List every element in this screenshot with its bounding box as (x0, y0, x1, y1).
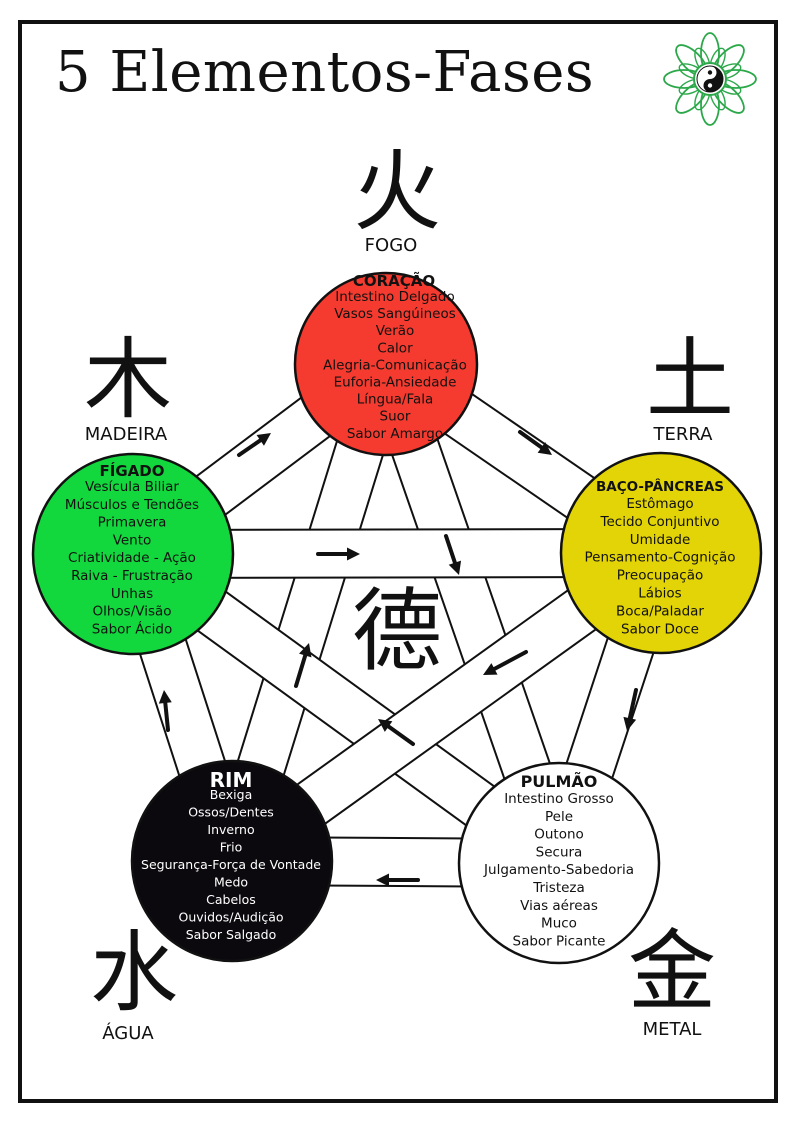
correspondence-item: Sabor Ácido (92, 620, 173, 637)
cycle-arrow (378, 719, 415, 746)
cycle-arrow (483, 650, 528, 675)
cycle-arrow (444, 534, 462, 575)
element-metal: 金 METAL PULMÃO Intestino GrossoPeleOuton… (457, 761, 716, 1040)
correspondence-item: Verão (376, 323, 415, 339)
correspondence-item: Outono (534, 827, 584, 843)
lotus-yin-yang-logo (663, 32, 757, 126)
cycle-arrow (518, 430, 552, 455)
organ-metal: PULMÃO (521, 772, 598, 791)
correspondence-item: Intestino Grosso (504, 791, 614, 807)
correspondence-item: Ossos/Dentes (188, 805, 274, 820)
correspondence-item: Calor (377, 340, 413, 356)
correspondence-item: Criatividade - Ação (68, 550, 196, 566)
correspondence-item: Ouvidos/Audição (179, 910, 284, 925)
correspondence-item: Vias aéreas (520, 898, 598, 914)
correspondence-item: Sabor Doce (621, 621, 699, 637)
correspondence-item: Raiva - Frustração (71, 568, 193, 584)
circle-madeira (31, 452, 235, 656)
correspondence-item: Unhas (111, 586, 153, 602)
correspondence-item: Suor (380, 409, 411, 425)
glyph-terra: 土 (646, 328, 734, 431)
organ-madeira: FÍGADO (100, 461, 165, 480)
label-madeira: MADEIRA (85, 424, 168, 445)
cycle-arrow (158, 690, 172, 732)
page-title: 5 Elementos-Fases (55, 40, 595, 105)
organ-agua: RIM (210, 768, 253, 792)
list-agua: BexigaOssos/DentesInvernoFrioSegurança-F… (141, 787, 321, 942)
correspondence-item: Alegria-Comunicação (323, 357, 467, 373)
circle-fogo (293, 271, 479, 457)
correspondence-item: Sabor Amargo (347, 426, 443, 442)
correspondence-item: Secura (536, 844, 583, 860)
glyph-metal: 金 (628, 920, 716, 1023)
cycle-arrow (294, 643, 312, 688)
correspondence-item: Vesícula Biliar (85, 479, 179, 495)
circle-terra (559, 451, 763, 655)
correspondence-item: Vasos Sangúineos (334, 306, 456, 322)
cycle-arrow (316, 547, 360, 561)
correspondence-item: Pensamento-Cognição (584, 550, 735, 566)
cycle-arrow (376, 873, 420, 887)
correspondence-item: Muco (541, 916, 577, 932)
correspondence-item: Sabor Picante (513, 933, 606, 949)
label-agua: ÁGUA (102, 1022, 154, 1044)
element-madeira: 木 MADEIRA FÍGADO Vesícula BiliarMúsculos… (31, 328, 235, 656)
organ-fogo: CORAÇÃO (353, 271, 435, 290)
circle-metal (457, 761, 661, 965)
list-metal: Intestino GrossoPeleOutonoSecuraJulgamen… (483, 791, 634, 949)
label-metal: METAL (643, 1019, 702, 1040)
correspondence-item: Estômago (626, 496, 693, 512)
correspondence-item: Olhos/Visão (92, 604, 171, 620)
center-glyph: 德 (352, 579, 442, 684)
correspondence-item: Músculos e Tendões (65, 497, 199, 513)
correspondence-item: Cabelos (206, 892, 256, 907)
correspondence-item: Boca/Paladar (616, 603, 704, 619)
correspondence-item: Pele (545, 809, 573, 825)
correspondence-item: Tristeza (532, 880, 585, 896)
correspondence-item: Inverno (207, 822, 254, 837)
correspondence-item: Intestino Delgado (335, 289, 454, 305)
element-agua: 水 ÁGUA RIM BexigaOssos/DentesInvernoFrio… (90, 759, 334, 1044)
organ-terra: BAÇO-PÂNCREAS (596, 478, 724, 495)
glyph-agua: 水 (90, 921, 178, 1024)
correspondence-item: Preocupação (617, 568, 704, 584)
correspondence-item: Frio (220, 840, 243, 855)
cycle-arrow (623, 688, 638, 731)
correspondence-item: Umidade (630, 532, 691, 548)
correspondence-item: Lábios (638, 586, 681, 602)
correspondence-item: Julgamento-Sabedoria (483, 862, 634, 878)
label-terra: TERRA (653, 424, 714, 445)
correspondence-item: Medo (214, 875, 248, 890)
correspondence-item: Segurança-Força de Vontade (141, 857, 321, 872)
cycle-arrow (237, 433, 271, 457)
correspondence-item: Tecido Conjuntivo (600, 514, 720, 530)
correspondence-item: Língua/Fala (357, 392, 434, 408)
correspondence-item: Primavera (98, 515, 167, 531)
glyph-fogo: 火 (353, 140, 441, 243)
correspondence-item: Euforia-Ansiedade (334, 375, 457, 391)
glyph-madeira: 木 (84, 328, 172, 431)
correspondence-item: Sabor Salgado (186, 927, 277, 942)
cycle-arrows (158, 430, 638, 887)
page-frame (18, 20, 778, 1103)
label-fogo: FOGO (365, 235, 418, 256)
circle-agua (130, 759, 334, 963)
correspondence-item: Bexiga (210, 787, 253, 802)
correspondence-item: Vento (113, 532, 152, 548)
